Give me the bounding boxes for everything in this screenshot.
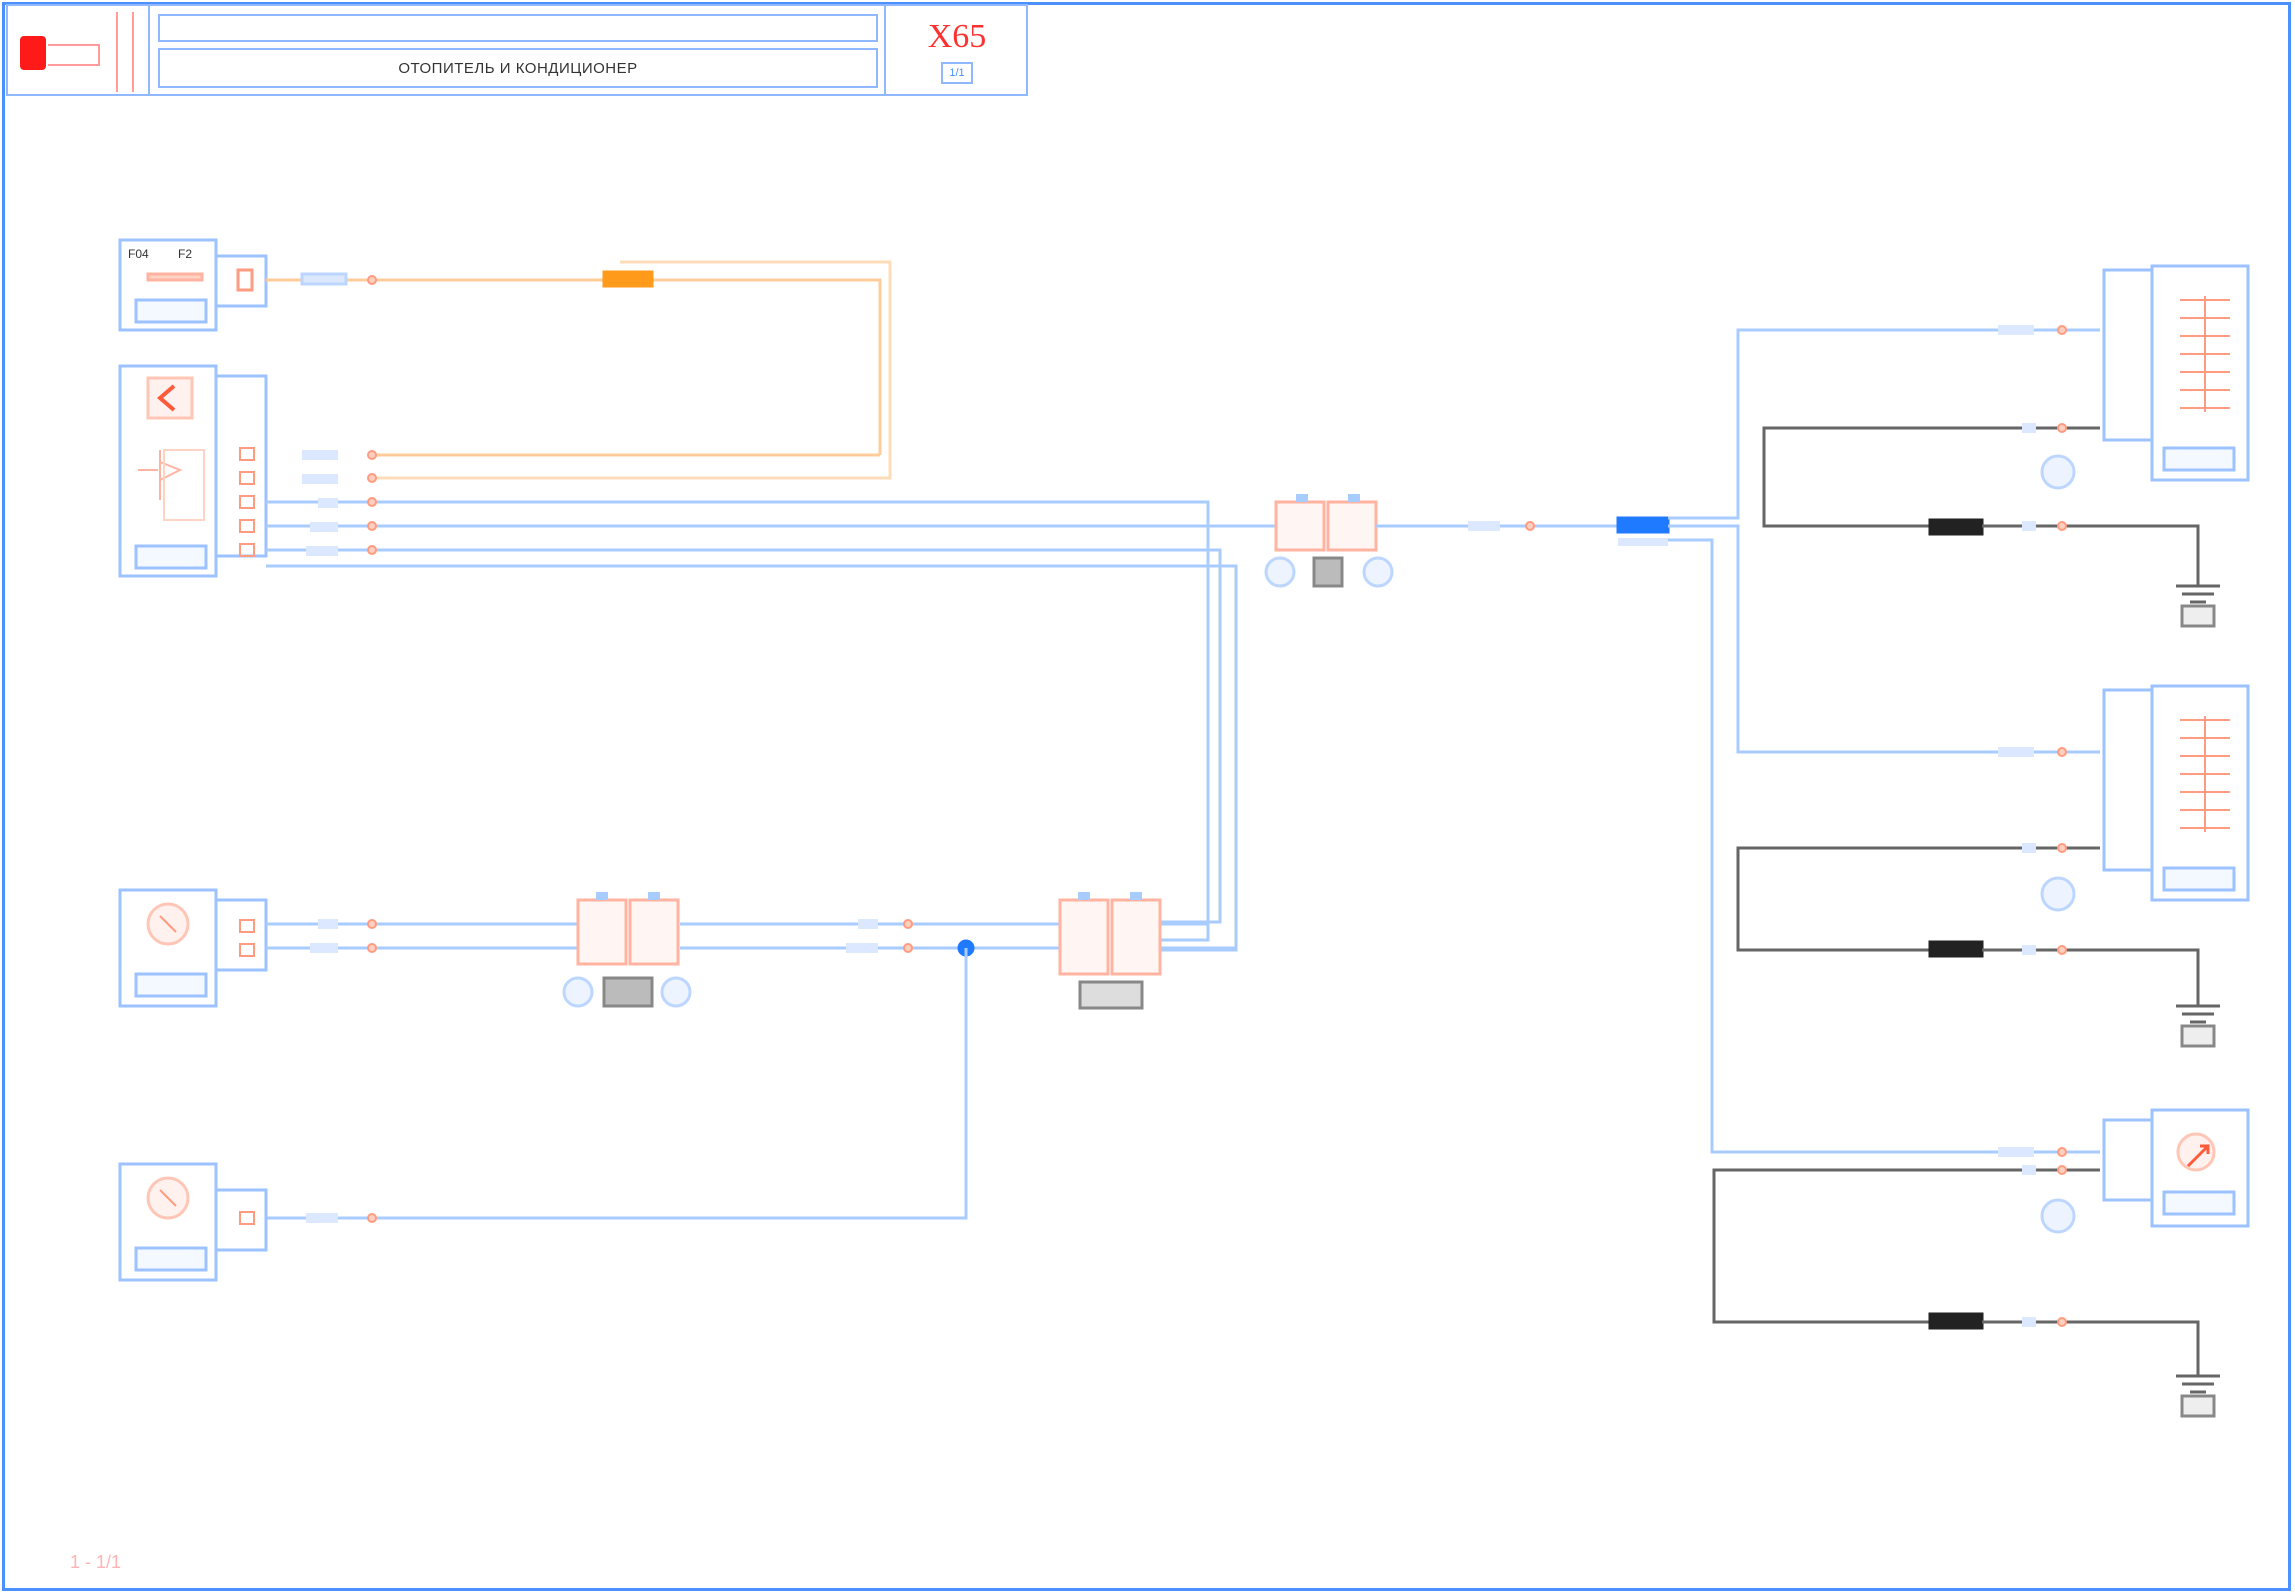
- ground-1: [2176, 584, 2220, 628]
- sheet-number: 1/1: [941, 62, 973, 84]
- lower-connector-1: [562, 892, 692, 1008]
- sensor-2-wire: [266, 948, 968, 1220]
- wire-label-chips-top: [302, 450, 377, 556]
- page-reference: 1 - 1/1: [70, 1552, 122, 1572]
- ground-return-1: [1762, 426, 2100, 528]
- left-module-component: [118, 364, 268, 578]
- ground-3: [2176, 1374, 2220, 1418]
- actuator-arrow-icon: [2186, 1144, 2210, 1168]
- blue-wire-bundle-top: [266, 500, 1300, 952]
- ground-symbol-icon: [2176, 584, 2220, 604]
- sensor-1-component: [118, 888, 268, 1008]
- blue-splice: [1616, 516, 1670, 534]
- lower-connector-2: [1058, 892, 1162, 1010]
- ground-return-2: [1736, 846, 2100, 952]
- code-cell: X65 1/1: [884, 6, 1028, 94]
- center-connector: [1264, 494, 1394, 588]
- fuse-box-component: F04 F2: [118, 238, 268, 332]
- diagram-code: X65: [927, 18, 987, 55]
- title-row-top: [158, 14, 878, 42]
- diagram-title: ОТОПИТЕЛЬ И КОНДИЦИОНЕР: [158, 48, 878, 88]
- fuse-label-2: F2: [178, 247, 192, 261]
- motor-pins-icon: [2180, 296, 2230, 412]
- right-actuator-3: [2040, 1108, 2250, 1234]
- right-actuator-2: [2040, 684, 2250, 912]
- orange-splice: [602, 270, 654, 288]
- logo-connector-icon: [48, 44, 100, 66]
- motor-pins-icon: [2180, 716, 2230, 832]
- sensor-2-component: [118, 1162, 268, 1282]
- warning-arrow-icon: [156, 384, 176, 412]
- ground-2: [2176, 1004, 2220, 1048]
- title-block: ОТОПИТЕЛЬ И КОНДИЦИОНЕР X65 1/1: [6, 4, 1028, 96]
- right-actuator-1: [2040, 264, 2250, 490]
- logo-bars-icon: [116, 12, 134, 92]
- fuse-label-1: F04: [128, 247, 149, 261]
- brand-logo-icon: [20, 36, 46, 70]
- ground-return-3: [1712, 1168, 2100, 1324]
- orange-wire-group: [266, 260, 892, 480]
- ground-symbol-icon: [2176, 1374, 2220, 1394]
- logo-cell: [8, 6, 150, 94]
- splice-branches: [1668, 328, 2100, 1154]
- ground-symbol-icon: [2176, 1004, 2220, 1024]
